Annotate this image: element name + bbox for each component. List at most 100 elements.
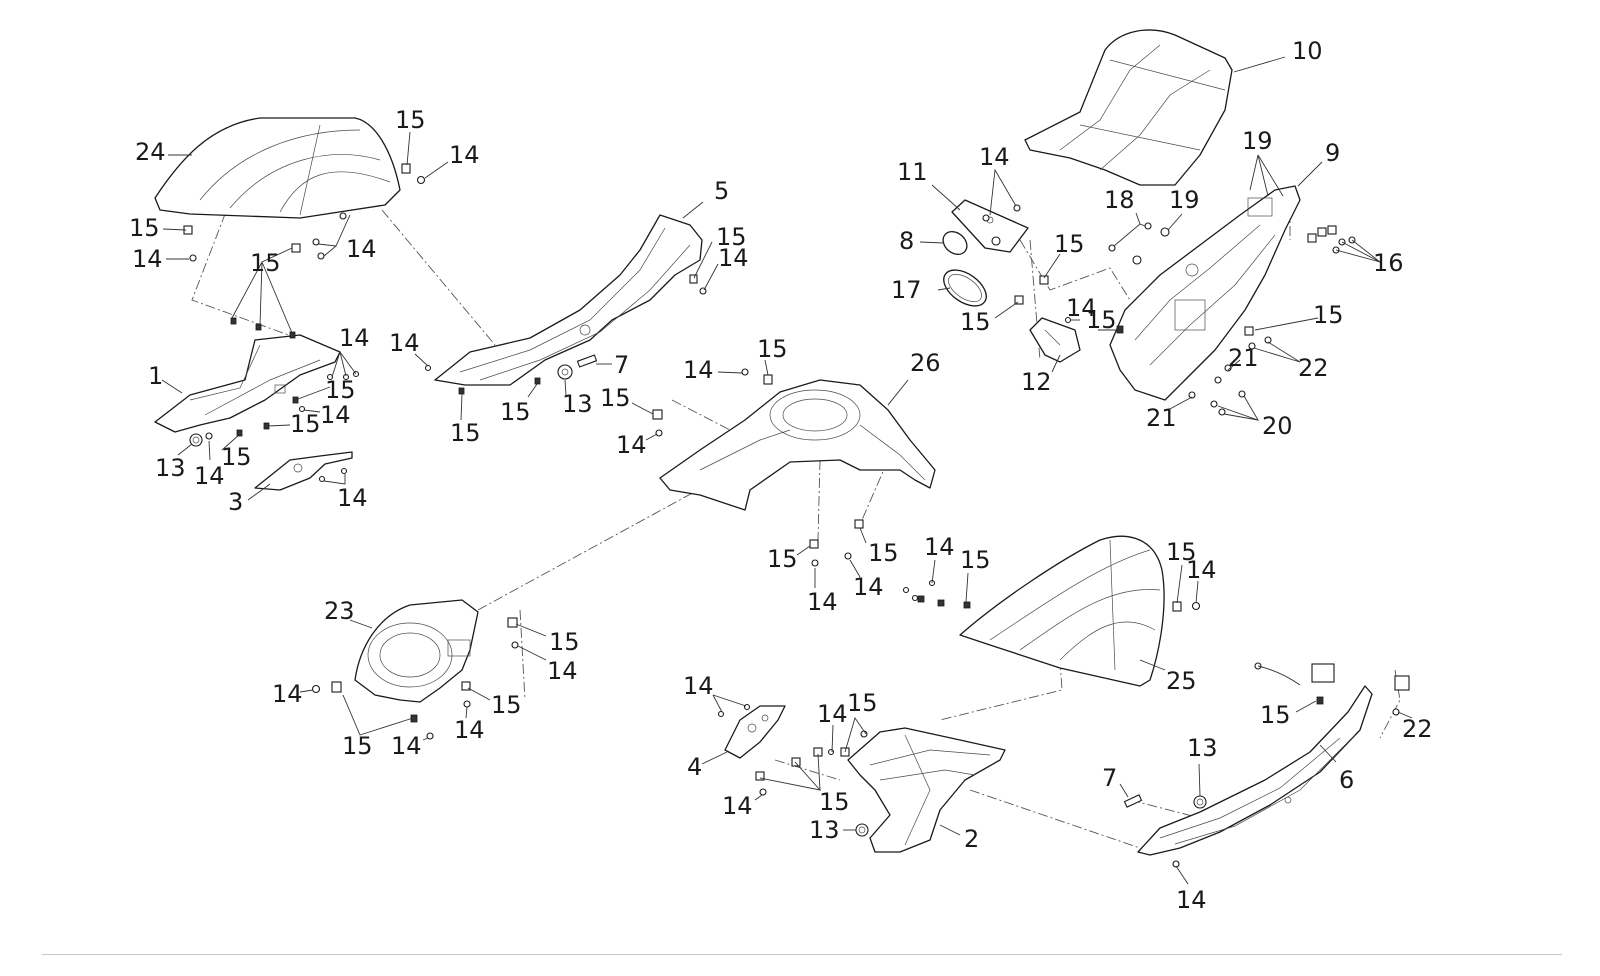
callout-21: 21 [1228,344,1259,372]
callout-14: 14 [272,680,303,708]
callout-15: 15 [129,214,160,242]
part-12-bracket [1029,317,1081,363]
leader-lines [161,56,1413,885]
callout-14: 14 [320,401,351,429]
part-10-seat [1024,29,1233,186]
callout-1: 1 [148,362,163,390]
callout-14: 14 [1186,556,1217,584]
callout-10: 10 [1292,37,1323,65]
callout-7: 7 [614,351,629,379]
callout-14: 14 [616,431,647,459]
callout-15: 15 [549,628,580,656]
callout-14: 14 [454,716,485,744]
part-8-gasket [942,231,968,255]
callout-8: 8 [899,227,914,255]
callout-18: 18 [1104,186,1135,214]
callout-15: 15 [1054,230,1085,258]
callout-16: 16 [1373,249,1404,277]
callout-14: 14 [683,356,714,384]
part-2-lower-fairing [847,727,1006,853]
callout-14: 14 [194,462,225,490]
callout-14: 14 [339,324,370,352]
callout-14: 14 [1176,886,1207,914]
part-7-pin-b [1123,794,1143,808]
part-24-cover [154,117,401,219]
callout-15: 15 [1086,306,1117,334]
callout-15: 15 [1313,301,1344,329]
callout-14: 14 [683,672,714,700]
callout-19: 19 [1242,127,1273,155]
callout-13: 13 [562,390,593,418]
callout-14: 14 [389,329,420,357]
bottom-divider [42,954,1562,955]
callout-4: 4 [687,753,702,781]
callout-15: 15 [250,249,281,277]
part-5-side-panel [434,214,703,386]
callout-9: 9 [1325,139,1340,167]
callout-15: 15 [500,398,531,426]
callout-13: 13 [155,454,186,482]
callout-15: 15 [757,335,788,363]
callout-17: 17 [891,276,922,304]
part-6-rear-rail [1137,685,1373,856]
callout-3: 3 [228,488,243,516]
callout-13: 13 [1187,734,1218,762]
callout-14: 14 [718,244,749,272]
fasteners [183,163,1410,868]
callout-22: 22 [1298,354,1329,382]
callout-15: 15 [221,443,252,471]
callout-15: 15 [600,384,631,412]
part-4-bracket [724,705,786,759]
callout-14: 14 [722,792,753,820]
part-7-pin-a [576,354,598,368]
callout-15: 15 [491,691,522,719]
part-17-gasket [943,269,987,307]
callout-15: 15 [819,788,850,816]
callout-14: 14 [807,588,838,616]
callout-15: 15 [960,308,991,336]
callout-15: 15 [767,545,798,573]
callout-23: 23 [324,597,355,625]
callout-15: 15 [342,732,373,760]
callout-13: 13 [809,816,840,844]
callout-14: 14 [346,235,377,263]
callout-24: 24 [135,138,166,166]
callout-15: 15 [290,410,321,438]
callout-14: 14 [1066,294,1097,322]
callout-15: 15 [716,223,747,251]
part-23-instrument-housing [354,599,479,703]
callout-15: 15 [868,539,899,567]
callout-14: 14 [853,573,884,601]
part-3-bracket [254,451,353,491]
callout-15: 15 [1166,538,1197,566]
callout-14: 14 [132,245,163,273]
callout-15: 15 [847,689,878,717]
callout-15: 15 [1260,701,1291,729]
callout-12: 12 [1021,368,1052,396]
callout-6: 6 [1339,766,1354,794]
callout-5: 5 [714,177,729,205]
callout-20: 20 [1262,412,1293,440]
callout-26: 26 [910,349,941,377]
part-26-tank-cover [659,379,936,511]
callout-14: 14 [817,700,848,728]
callout-14: 14 [391,732,422,760]
callout-19: 19 [1169,186,1200,214]
callout-14: 14 [449,141,480,169]
part-25-tail-cover [959,535,1165,687]
callout-14: 14 [979,143,1010,171]
callout-15: 15 [325,376,356,404]
callout-25: 25 [1166,667,1197,695]
callout-15: 15 [395,106,426,134]
callout-15: 15 [450,419,481,447]
callout-7: 7 [1102,764,1117,792]
callout-numbers: 24 15 14 15 14 15 14 1 14 15 14 15 15 13… [129,37,1433,914]
part-1-bracket [154,334,341,433]
callout-14: 14 [547,657,578,685]
callout-14: 14 [924,533,955,561]
alignment-lines [191,190,1401,849]
callout-22: 22 [1402,715,1433,743]
callout-14: 14 [337,484,368,512]
callout-11: 11 [897,158,928,186]
